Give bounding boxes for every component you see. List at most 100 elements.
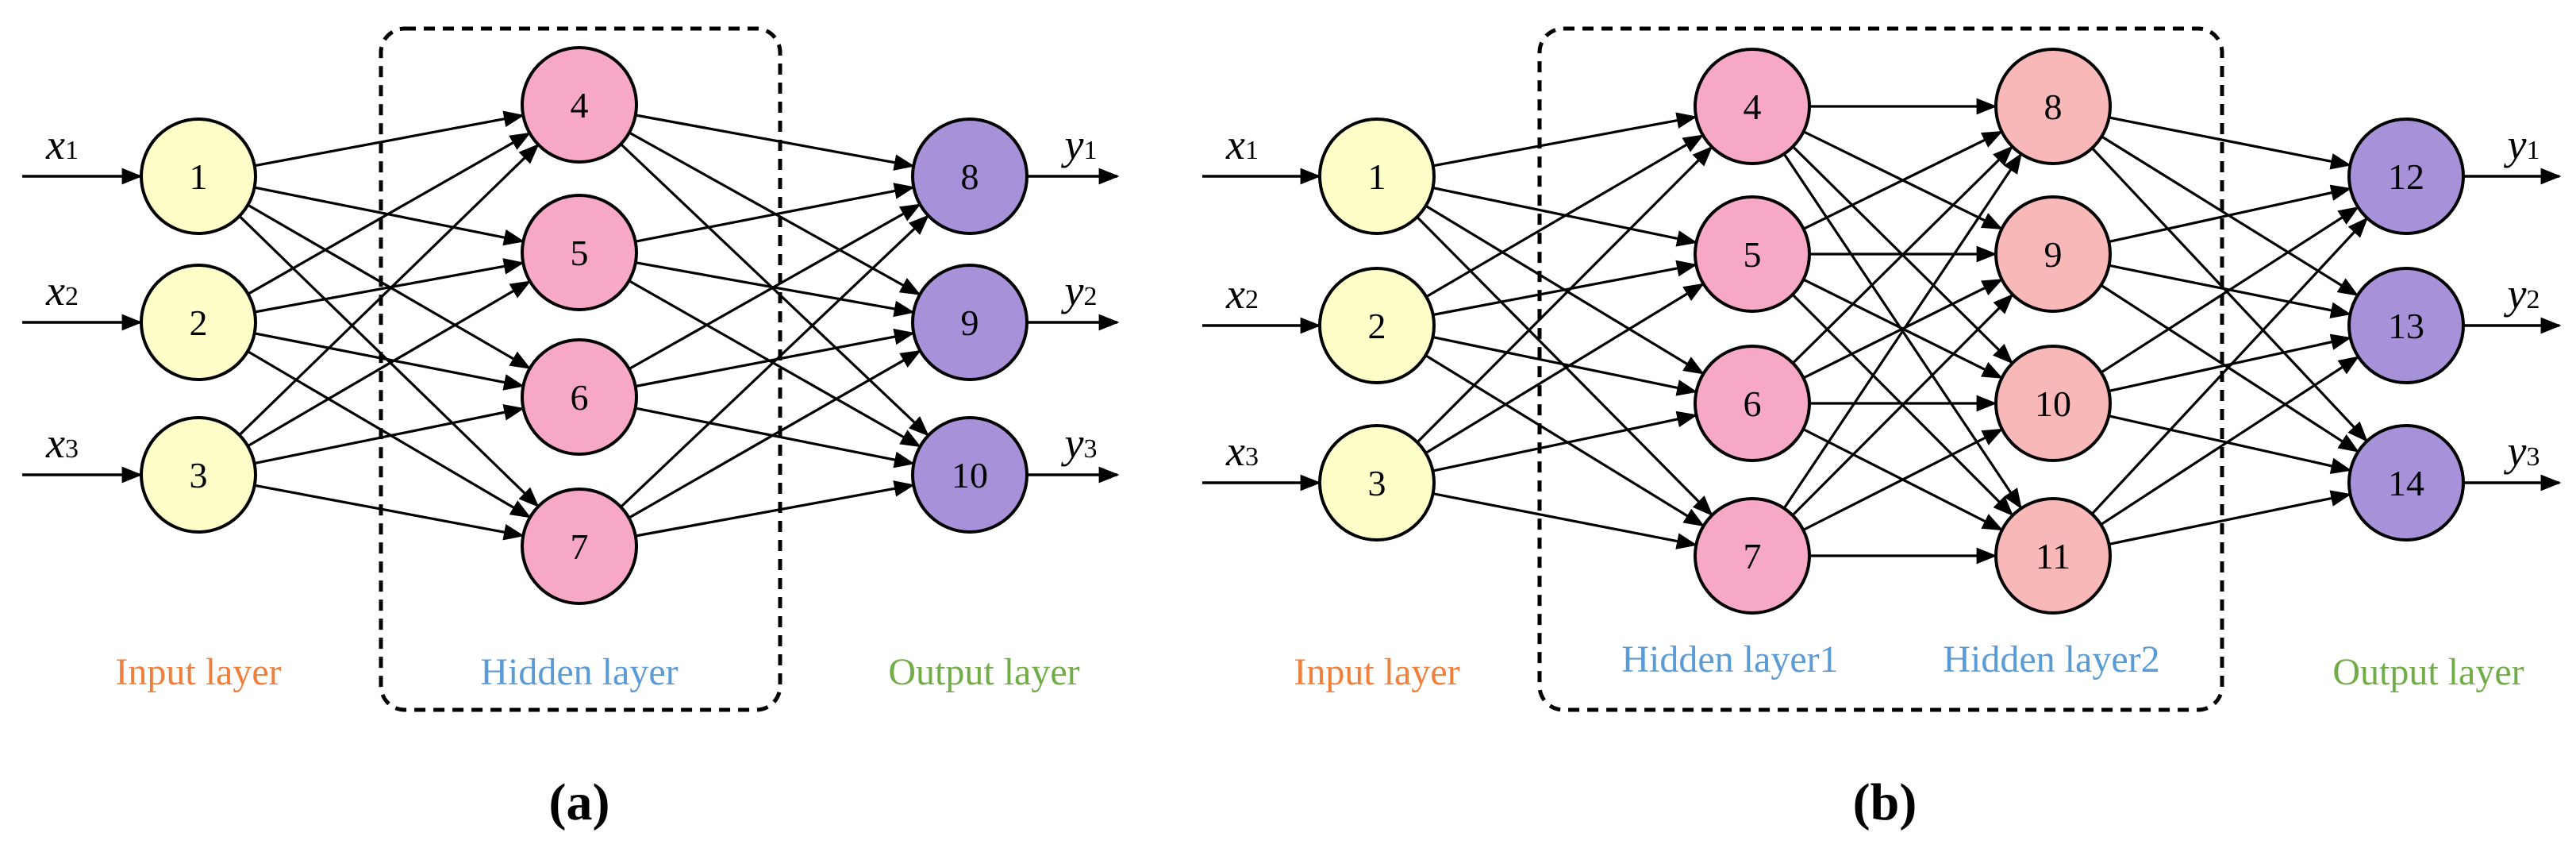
node-input-2: 2 bbox=[1318, 267, 1436, 384]
node-label: 7 bbox=[1744, 536, 1762, 576]
hidden-layer1-label: Hidden layer1 bbox=[1621, 638, 1838, 680]
connection-7-8 bbox=[620, 214, 929, 508]
connection-8-12 bbox=[2109, 116, 2351, 170]
connection-1-7 bbox=[1416, 216, 1713, 516]
node-label: 4 bbox=[1744, 87, 1762, 127]
connection-3-4 bbox=[1416, 145, 1713, 444]
connection-2-7 bbox=[1424, 354, 1705, 527]
connection-2-6 bbox=[1432, 336, 1698, 396]
connection-6-8 bbox=[628, 203, 921, 370]
hidden-layer-label: Hidden layer bbox=[480, 651, 678, 693]
node-circle bbox=[1994, 345, 2112, 462]
node-label: 8 bbox=[961, 156, 979, 197]
hidden-layer2-label: Hidden layer2 bbox=[1943, 638, 2159, 680]
node-hidden2-8: 8 bbox=[1994, 48, 2112, 165]
panel-label: (b) bbox=[1853, 773, 1917, 831]
node-label: 7 bbox=[571, 526, 589, 567]
output-variable-label: y3 bbox=[2504, 427, 2540, 475]
node-hidden-6: 6 bbox=[521, 338, 638, 456]
connection-5-8 bbox=[1802, 130, 2003, 230]
node-hidden-7: 7 bbox=[1694, 497, 1811, 615]
node-label: 3 bbox=[190, 455, 208, 495]
node-hidden-6: 6 bbox=[1694, 345, 1811, 462]
node-hidden-5: 5 bbox=[521, 194, 638, 311]
connection-7-8 bbox=[1782, 152, 2022, 510]
connection-2-6 bbox=[254, 332, 525, 391]
node-hidden-5: 5 bbox=[1694, 195, 1811, 313]
connection-4-8 bbox=[635, 114, 915, 171]
connection-9-12 bbox=[2108, 184, 2352, 244]
connection-3-7 bbox=[254, 484, 525, 541]
connection-3-7 bbox=[1432, 492, 1697, 549]
node-output-13: 13 bbox=[2347, 267, 2465, 384]
connection-10-12 bbox=[2100, 206, 2359, 374]
input-layer-label: Input layer bbox=[115, 651, 281, 693]
node-label: 6 bbox=[571, 377, 589, 418]
node-input-2: 2 bbox=[140, 264, 257, 381]
connection-7-9 bbox=[628, 349, 921, 519]
node-label: 1 bbox=[190, 156, 208, 197]
connection-2-5 bbox=[254, 258, 525, 314]
node-label: 9 bbox=[961, 303, 979, 343]
node-circle bbox=[1994, 497, 2112, 615]
node-hidden-4: 4 bbox=[521, 46, 638, 164]
node-label: 1 bbox=[1368, 156, 1386, 197]
hidden-layers-box bbox=[1537, 26, 2224, 712]
node-label: 3 bbox=[1368, 463, 1386, 503]
node-hidden2-10: 10 bbox=[1994, 345, 2112, 462]
connection-6-9 bbox=[1802, 278, 2003, 380]
node-output-8: 8 bbox=[911, 118, 1028, 235]
input-variable-label: x2 bbox=[45, 267, 79, 314]
node-circle bbox=[1694, 345, 1811, 462]
connection-2-5 bbox=[1432, 260, 1697, 317]
connection-6-8 bbox=[1792, 145, 2013, 364]
input-variable-label: x3 bbox=[1225, 427, 1259, 475]
connection-3-5 bbox=[247, 280, 532, 448]
connection-10-13 bbox=[2108, 333, 2352, 393]
node-label: 11 bbox=[2036, 536, 2070, 576]
input-variable-label: x1 bbox=[1225, 121, 1259, 168]
connection-3-5 bbox=[1424, 283, 1705, 454]
node-label: 9 bbox=[2044, 234, 2063, 275]
connection-7-10 bbox=[1802, 428, 2004, 531]
connection-7-9 bbox=[1791, 293, 2014, 517]
node-output-9: 9 bbox=[911, 264, 1028, 381]
node-label: 6 bbox=[1744, 384, 1762, 424]
connection-8-14 bbox=[2091, 147, 2368, 442]
connection-1-7 bbox=[238, 215, 540, 508]
connection-11-14 bbox=[2109, 490, 2352, 545]
output-variable-label: y1 bbox=[1061, 121, 1098, 168]
output-layer-label: Output layer bbox=[888, 651, 1079, 693]
input-layer-label: Input layer bbox=[1294, 651, 1459, 693]
node-circle bbox=[1694, 195, 1811, 313]
connection-3-6 bbox=[1432, 411, 1698, 472]
node-label: 2 bbox=[190, 303, 208, 343]
connection-7-10 bbox=[635, 480, 915, 538]
output-variable-label: y2 bbox=[2504, 270, 2540, 318]
input-variable-label: x2 bbox=[1225, 270, 1259, 318]
node-circle bbox=[521, 488, 638, 605]
connection-11-12 bbox=[2090, 217, 2369, 515]
node-circle bbox=[1994, 195, 2112, 313]
node-label: 2 bbox=[1368, 306, 1386, 346]
node-hidden2-9: 9 bbox=[1994, 195, 2112, 313]
connection-11-13 bbox=[2100, 356, 2359, 526]
node-label: 13 bbox=[2388, 306, 2424, 346]
connection-4-10 bbox=[620, 143, 929, 437]
node-hidden-4: 4 bbox=[1694, 48, 1811, 165]
input-variable-label: x3 bbox=[45, 419, 79, 467]
node-hidden-7: 7 bbox=[521, 488, 638, 605]
hidden-layer-box bbox=[379, 26, 782, 712]
node-label: 10 bbox=[2035, 384, 2071, 424]
input-variable-label: x1 bbox=[45, 121, 79, 168]
output-variable-label: y2 bbox=[1061, 267, 1098, 314]
node-circle bbox=[1994, 48, 2112, 165]
output-variable-label: y1 bbox=[2504, 121, 2540, 168]
connection-1-4 bbox=[1432, 112, 1697, 168]
node-output-10: 10 bbox=[911, 416, 1028, 534]
connection-5-10 bbox=[628, 279, 921, 448]
nodes: 1 2 3 4 5 6 7 8 9 10 bbox=[140, 46, 1028, 605]
node-circle bbox=[521, 46, 638, 164]
